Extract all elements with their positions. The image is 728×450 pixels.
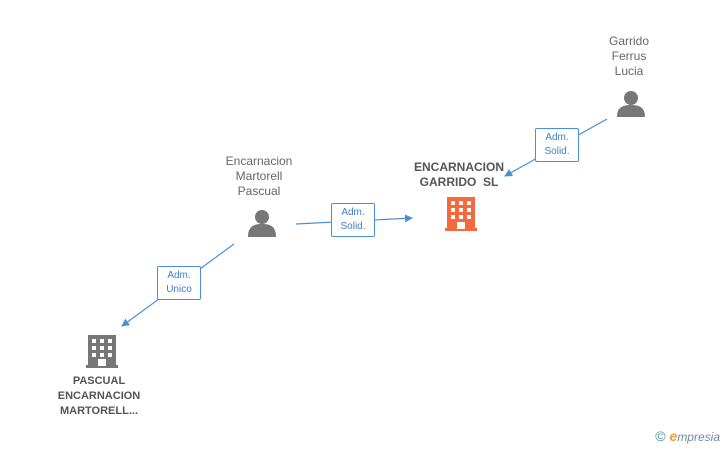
node-label-line: MARTORELL... xyxy=(59,405,138,417)
brand-name: mpresia xyxy=(677,430,720,444)
node-label-line: Martorell xyxy=(235,169,283,183)
node-label-line: Ferrus xyxy=(611,49,647,63)
copyright-icon: © xyxy=(655,428,666,444)
relation-role: Adm. xyxy=(545,132,569,143)
node-label-line: ENCARNACION xyxy=(57,390,141,402)
brand-logo[interactable]: ©empresia xyxy=(655,428,720,444)
relation-badge[interactable]: Adm. Solid. xyxy=(535,128,579,162)
node-label-line: GARRIDO SL xyxy=(419,175,499,189)
node-label-garrido[interactable]: Garrido Ferrus Lucia xyxy=(589,34,669,79)
relation-role: Adm. xyxy=(167,270,191,281)
node-label-encarnacion-person[interactable]: Encarnacion Martorell Pascual xyxy=(209,154,309,199)
person-icon[interactable] xyxy=(617,91,645,117)
relation-type: Unico xyxy=(166,284,192,295)
node-label-line: Lucia xyxy=(614,64,644,78)
relation-type: Solid. xyxy=(340,221,366,232)
building-icon[interactable] xyxy=(445,197,477,231)
relation-role: Adm. xyxy=(341,207,365,218)
relation-badge[interactable]: Adm. Unico xyxy=(157,266,201,300)
node-label-line: PASCUAL xyxy=(72,375,126,387)
node-label-line: Garrido xyxy=(608,34,649,48)
building-icon[interactable] xyxy=(86,335,118,368)
relation-type: Solid. xyxy=(544,146,570,157)
node-label-line: Pascual xyxy=(237,184,281,198)
person-icon[interactable] xyxy=(248,210,276,237)
node-label-line: ENCARNACION xyxy=(414,160,504,174)
brand-initial: e xyxy=(669,428,678,444)
relation-badge[interactable]: Adm. Solid. xyxy=(331,203,375,237)
node-label-main-company[interactable]: ENCARNACION GARRIDO SL xyxy=(404,160,514,190)
node-label-line: Encarnacion xyxy=(225,154,293,168)
node-label-pascual-company[interactable]: PASCUAL ENCARNACION MARTORELL... xyxy=(44,374,154,419)
